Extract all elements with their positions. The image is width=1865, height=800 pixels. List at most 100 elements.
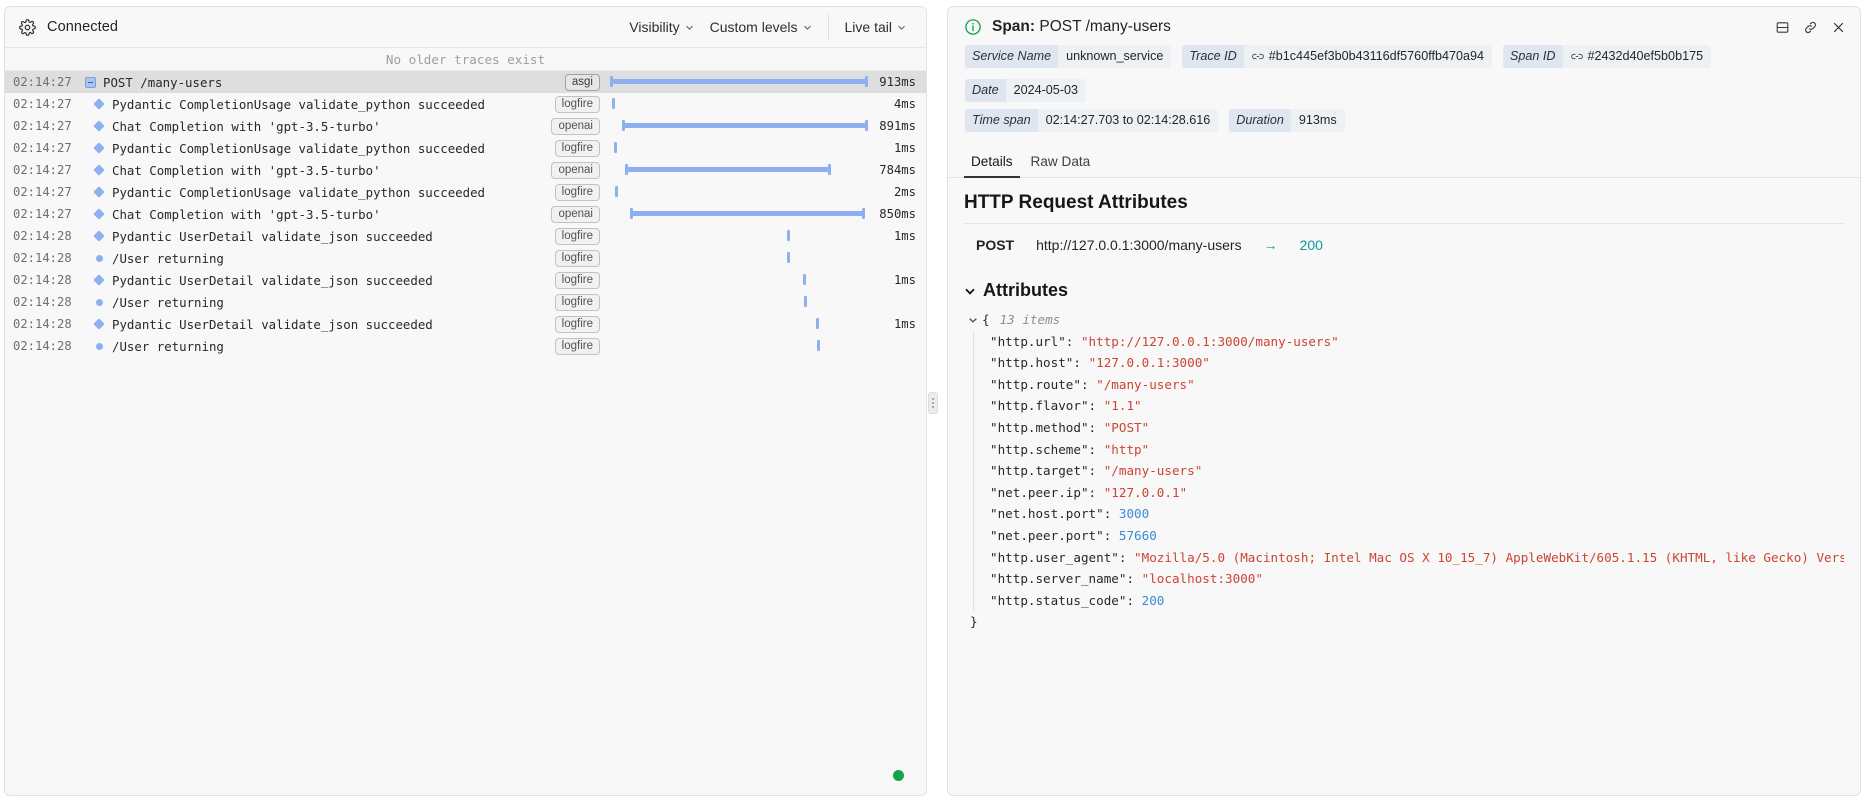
diamond-icon [93, 186, 105, 198]
visibility-dropdown[interactable]: Visibility [621, 15, 701, 39]
chip-duration: Duration 913ms [1228, 108, 1345, 133]
trace-row-timestamp: 02:14:28 [13, 317, 72, 331]
attributes-section-toggle[interactable]: Attributes [964, 280, 1844, 301]
chip-span-id-value: #2432d40ef5b0b175 [1562, 45, 1712, 68]
trace-row-duration: 891ms [879, 119, 916, 133]
trace-row-timeline [610, 115, 868, 137]
timeline-bar-end-cap [864, 120, 868, 131]
json-entry-value: "/many-users" [1088, 376, 1195, 392]
json-open-brace-row[interactable]: { 13 items [968, 309, 1844, 331]
diamond-icon [93, 164, 105, 176]
json-entry: "http.scheme": "http" [990, 439, 1844, 461]
trace-row-timestamp: 02:14:28 [13, 273, 72, 287]
grip-dots-icon [931, 397, 935, 409]
chip-span-id[interactable]: Span ID #2432d40ef5b0b175 [1502, 44, 1712, 69]
chip-span-id-key: Span ID [1503, 45, 1563, 68]
trace-id-text: #b1c445ef3b0b43116df5760ffb470a94 [1268, 49, 1484, 63]
timeline-bar [612, 98, 616, 109]
http-section-title: HTTP Request Attributes [963, 192, 1188, 213]
chip-trace-id-key: Trace ID [1182, 45, 1244, 68]
span-detail-panel: Span: POST /many-users Service Name [946, 6, 1861, 796]
chip-trace-id[interactable]: Trace ID #b1c445ef3b0b43116df5760ffb470a… [1181, 44, 1493, 69]
timeline-bar [609, 79, 868, 84]
json-close-brace: } [969, 614, 978, 630]
trace-row-name: Pydantic UserDetail validate_json succee… [112, 272, 433, 288]
span-diamond-icon [88, 318, 110, 330]
gear-icon[interactable] [19, 18, 36, 36]
trace-row-name: Chat Completion with 'gpt-3.5-turbo' [112, 118, 381, 134]
timeline-bar-end-cap [828, 164, 832, 175]
timeline-bar [803, 296, 807, 307]
custom-levels-dropdown[interactable]: Custom levels [702, 15, 820, 39]
chevron-down-icon [685, 25, 693, 30]
trace-row-timeline [610, 93, 868, 115]
trace-row-timeline [610, 313, 868, 335]
json-entry-value: "/many-users" [1096, 463, 1203, 479]
span-diamond-icon [88, 120, 110, 132]
json-entry: "http.flavor": "1.1" [990, 395, 1844, 417]
copy-link-icon[interactable] [1803, 20, 1818, 35]
diamond-icon [93, 98, 105, 110]
chevron-down-icon [803, 25, 811, 30]
panel-resize-handle[interactable] [928, 392, 938, 414]
connection-status-label: Connected [47, 19, 119, 35]
json-entry-key: "http.url": [989, 333, 1074, 349]
json-entry-value: "http://127.0.0.1:3000/many-users" [1073, 333, 1339, 349]
http-url[interactable]: http://127.0.0.1:3000/many-users [1036, 237, 1242, 253]
json-entry: "http.method": "POST" [990, 417, 1844, 439]
json-entry-value: "1.1" [1096, 398, 1142, 414]
span-title-prefix: Span: [991, 18, 1036, 35]
trace-row-source-badge: logfire [554, 183, 600, 201]
diamond-icon [93, 230, 105, 242]
trace-row[interactable]: 02:14:28 Pydantic UserDetail validate_jso… [5, 269, 926, 291]
trace-row-timestamp: 02:14:27 [13, 97, 72, 111]
collapse-toggle-icon[interactable] [79, 76, 101, 88]
traces-toolbar: Connected Visibility Custom levels Live … [5, 7, 926, 48]
span-diamond-icon [88, 230, 110, 242]
chip-time-span: Time span 02:14:27.703 to 02:14:28.616 [964, 108, 1219, 133]
span-detail-header: Span: POST /many-users [948, 7, 1860, 42]
trace-row-timeline [610, 159, 868, 181]
trace-row-timestamp: 02:14:28 [13, 339, 72, 353]
json-entry-key: "http.host": [989, 355, 1081, 371]
json-entry-value: 3000 [1111, 506, 1150, 522]
live-tail-label: Live tail [844, 19, 892, 35]
trace-row-source-badge: openai [551, 205, 600, 223]
chip-date-value: 2024-05-03 [1005, 79, 1087, 102]
trace-row-source-badge: logfire [554, 337, 600, 355]
live-tail-dropdown[interactable]: Live tail [837, 15, 914, 39]
timeline-bar-end-cap [864, 76, 868, 87]
tab-details[interactable]: Details [963, 151, 1020, 178]
trace-row-timeline [610, 137, 868, 159]
span-title-value: POST /many-users [1039, 18, 1171, 35]
visibility-label: Visibility [629, 19, 680, 35]
trace-row-name: POST /many-users [103, 74, 223, 90]
section-divider [963, 223, 1844, 224]
json-entry-value: "Mozilla/5.0 (Macintosh; Intel Mac OS X … [1134, 549, 1844, 565]
trace-row-timeline [610, 335, 868, 357]
panel-layout-icon[interactable] [1775, 20, 1790, 35]
close-icon[interactable] [1831, 20, 1846, 35]
json-entry-key: "http.flavor": [989, 398, 1097, 414]
detail-tabs[interactable]: Details Raw Data [947, 143, 1860, 178]
json-entry: "http.status_code": 200 [990, 590, 1844, 612]
timeline-bar-end-cap [861, 208, 865, 219]
chip-duration-key: Duration [1229, 109, 1291, 132]
tab-raw-data[interactable]: Raw Data [1030, 154, 1091, 169]
chip-trace-id-value: #b1c445ef3b0b43116df5760ffb470a94 [1243, 45, 1492, 68]
timeline-bar [786, 230, 790, 241]
trace-row-duration: 4ms [893, 97, 916, 111]
